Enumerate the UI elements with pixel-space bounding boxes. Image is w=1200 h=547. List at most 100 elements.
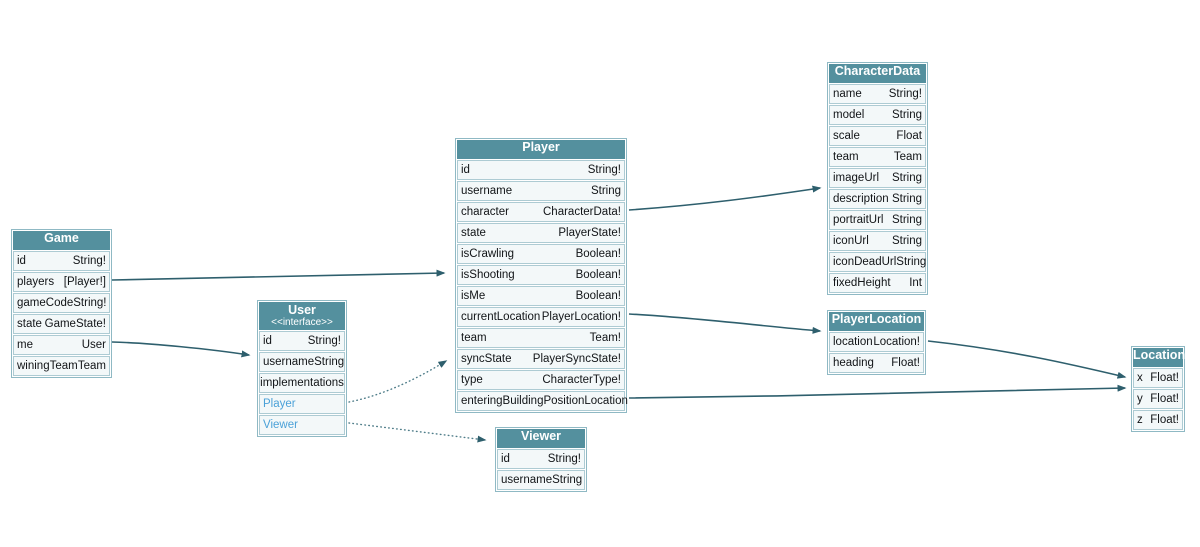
edge-playerlocation-location-to-location bbox=[927, 340, 1127, 379]
type-link[interactable]: User bbox=[81, 339, 106, 351]
table-header-viewer[interactable]: Viewer bbox=[497, 429, 585, 448]
field-row-user-viewer[interactable]: Viewer bbox=[259, 415, 345, 435]
field-row-player-state[interactable]: state PlayerState! bbox=[457, 223, 625, 243]
type-text: Boolean! bbox=[575, 290, 621, 302]
type-link[interactable]: Player! bbox=[67, 276, 103, 288]
field-type: Team bbox=[894, 148, 922, 166]
field-type: Boolean! bbox=[576, 287, 621, 305]
field-row-characterdata-model[interactable]: model String bbox=[829, 105, 926, 125]
implementation-link[interactable]: Player bbox=[263, 398, 296, 410]
field-type: String! bbox=[889, 85, 922, 103]
field-name: imageUrl bbox=[833, 172, 880, 184]
table-header-playerlocation[interactable]: PlayerLocation bbox=[829, 312, 924, 331]
field-type: Boolean! bbox=[576, 266, 621, 284]
type-link[interactable]: CharacterData bbox=[543, 206, 618, 218]
field-row-game-me[interactable]: me User bbox=[13, 335, 110, 355]
field-name: currentLocation bbox=[461, 311, 541, 323]
type-link[interactable]: Location bbox=[584, 395, 628, 407]
field-type: Team bbox=[78, 357, 106, 375]
field-name: state bbox=[461, 227, 486, 239]
table-header-user[interactable]: User<<interface>> bbox=[259, 302, 345, 330]
field-name: iconUrl bbox=[833, 235, 869, 247]
field-name: username bbox=[263, 356, 315, 368]
field-row-game-players[interactable]: players[Player!] bbox=[13, 272, 110, 292]
field-row-characterdata-team[interactable]: team Team bbox=[829, 147, 926, 167]
field-type: Boolean! bbox=[576, 245, 621, 263]
type-text: Team! bbox=[589, 332, 621, 344]
field-name: y bbox=[1137, 393, 1143, 405]
table-header-location[interactable]: Location bbox=[1133, 348, 1186, 367]
field-name: me bbox=[17, 339, 33, 351]
type-link[interactable]: PlayerLocation bbox=[541, 311, 618, 323]
type-text: String bbox=[314, 356, 345, 368]
type-text: ] bbox=[102, 276, 106, 288]
table-header-game[interactable]: Game bbox=[13, 231, 110, 250]
field-name: team bbox=[833, 151, 859, 163]
field-type: String bbox=[314, 353, 344, 371]
table-header-characterdata[interactable]: CharacterData bbox=[829, 64, 926, 83]
field-type: PlayerState! bbox=[558, 224, 621, 242]
implementation-link[interactable]: Viewer bbox=[263, 419, 298, 431]
type-text: Float! bbox=[891, 357, 920, 369]
table-title: CharacterData bbox=[834, 64, 921, 78]
edge-game-players-to-player bbox=[111, 269, 446, 281]
field-type: User bbox=[82, 336, 106, 354]
table-title: Location bbox=[1133, 348, 1186, 362]
field-type: PlayerLocation! bbox=[542, 308, 621, 326]
field-row-user-implementations: implementations bbox=[259, 373, 345, 393]
type-text: Boolean! bbox=[575, 248, 621, 260]
field-name: z bbox=[1137, 414, 1143, 426]
type-link[interactable]: Location bbox=[873, 336, 917, 348]
field-type: String! bbox=[548, 450, 581, 468]
table-header-player[interactable]: Player bbox=[457, 140, 625, 159]
field-row-user-player[interactable]: Player bbox=[259, 394, 345, 414]
field-name: id bbox=[17, 255, 26, 267]
field-type: Team! bbox=[590, 329, 621, 347]
type-text: String bbox=[891, 109, 922, 121]
field-name: model bbox=[833, 109, 865, 121]
type-text: String! bbox=[547, 453, 581, 465]
field-name: players bbox=[17, 276, 55, 288]
type-text: String bbox=[590, 185, 621, 197]
